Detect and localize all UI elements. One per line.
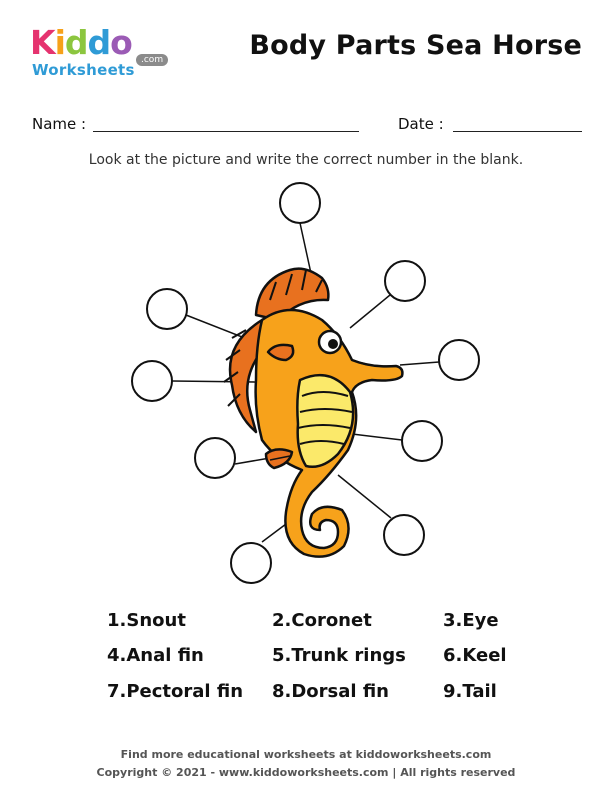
answer-circle-2[interactable]	[384, 260, 426, 302]
word-snout: 1.Snout	[107, 610, 186, 631]
answer-circle-1[interactable]	[146, 288, 188, 330]
word-eye: 3.Eye	[443, 610, 499, 631]
name-label: Name :	[32, 115, 87, 133]
word-anal-fin: 4.Anal fin	[107, 645, 204, 666]
logo-domain: .com	[136, 54, 169, 66]
instruction-text: Look at the picture and write the correc…	[88, 152, 524, 168]
word-trunk-rings: 5.Trunk rings	[272, 645, 406, 666]
answer-circle-6[interactable]	[401, 420, 443, 462]
answer-circle-8[interactable]	[383, 514, 425, 556]
answer-circle-coronet[interactable]	[279, 182, 321, 224]
seahorse-illustration	[223, 267, 404, 558]
answer-circle-7[interactable]	[230, 542, 272, 584]
kiddo-worksheets-logo: Kiddo Worksheets .com	[30, 26, 180, 86]
logo-brand: Kiddo	[30, 23, 133, 62]
word-tail: 9.Tail	[443, 681, 497, 702]
seahorse-diagram	[131, 182, 480, 584]
answer-circles	[131, 182, 480, 584]
footer-line-1: Find more educational worksheets at kidd…	[120, 748, 492, 761]
page-title: Body Parts Sea Horse	[249, 30, 582, 61]
answer-circle-3[interactable]	[131, 360, 173, 402]
answer-circle-5[interactable]	[194, 437, 236, 479]
word-coronet: 2.Coronet	[272, 610, 372, 631]
word-pectoral-fin: 7.Pectoral fin	[107, 681, 244, 702]
answer-circle-4[interactable]	[438, 339, 480, 381]
date-blank-line[interactable]	[453, 131, 582, 132]
footer-line-2: Copyright © 2021 - www.kiddoworksheets.c…	[96, 766, 516, 779]
logo-sub: Worksheets	[32, 61, 135, 79]
word-keel: 6.Keel	[443, 645, 507, 666]
date-label: Date :	[398, 115, 444, 133]
name-blank-line[interactable]	[93, 131, 359, 132]
word-dorsal-fin: 8.Dorsal fin	[272, 681, 389, 702]
